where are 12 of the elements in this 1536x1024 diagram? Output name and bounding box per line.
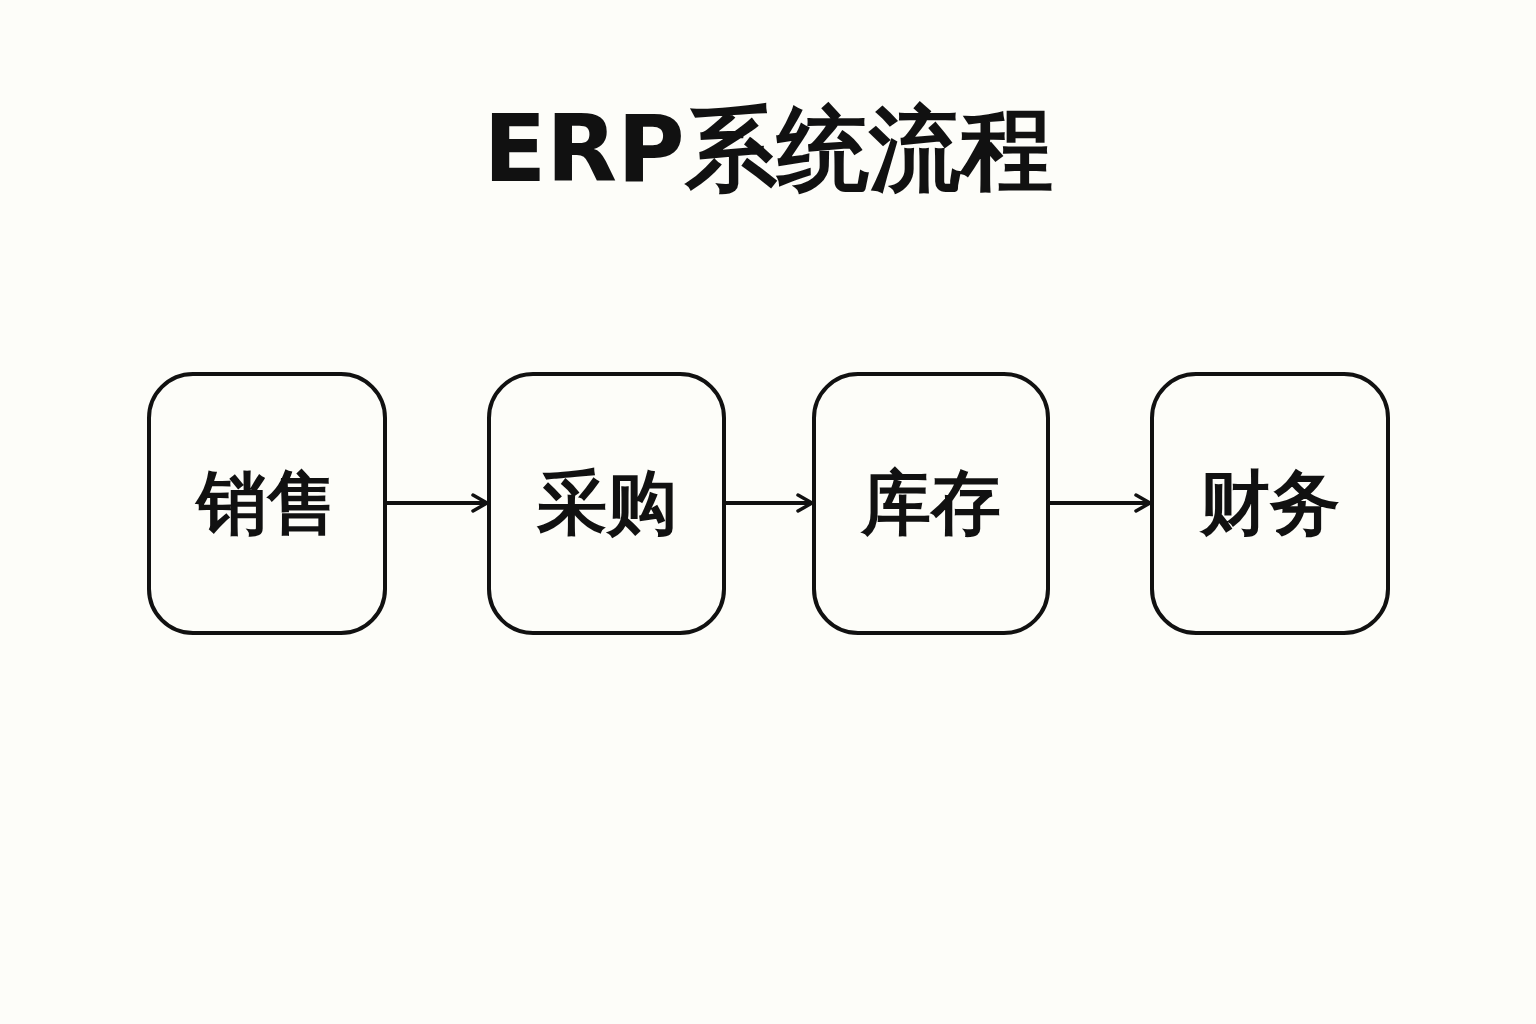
box-label: 销售: [197, 460, 337, 546]
box-label: 采购: [536, 460, 677, 546]
process-box: [487, 372, 726, 635]
title: ERP系统流程: [482, 95, 1054, 205]
arrow: [726, 493, 814, 513]
box-label: 库存: [861, 460, 1001, 546]
box-label: 财务: [1200, 460, 1340, 546]
arrow: [387, 493, 489, 513]
process-box: [1150, 372, 1390, 635]
arrow: [1050, 493, 1152, 513]
process-box: [147, 372, 387, 635]
process-box: [812, 372, 1050, 635]
